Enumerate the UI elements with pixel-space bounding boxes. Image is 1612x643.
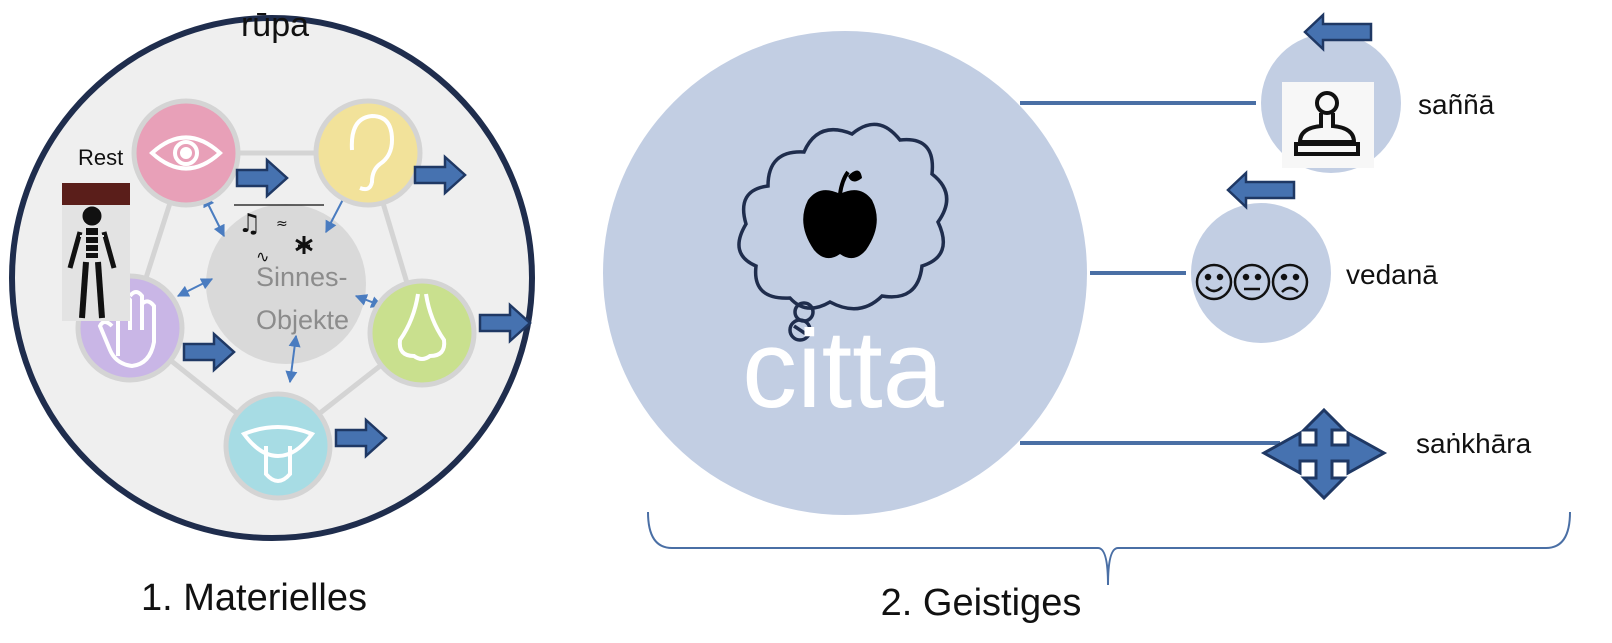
rupa-title: rūpa: [241, 6, 309, 44]
stamp-icon: [1294, 91, 1360, 156]
music-note-icon: ♫: [238, 209, 261, 239]
factor-sankhara: saṅkhāra: [1260, 407, 1532, 501]
skeleton-image: [62, 183, 130, 321]
factor-vedana: vedanā: [1191, 171, 1438, 343]
sense-objects-circle: [206, 204, 366, 364]
apple-icon: [803, 170, 877, 259]
nose-icon: [397, 293, 447, 361]
materielles-caption: 1. Materielles: [141, 577, 367, 619]
thought-cloud-icon: [737, 122, 949, 342]
sense-ear: [313, 98, 423, 208]
objects-label-line1: Sinnes-: [256, 262, 348, 292]
four-way-arrow-icon: [1260, 407, 1388, 501]
link-touch-objects: [176, 278, 214, 297]
insect-icon: [295, 236, 313, 254]
smell-waves-icon: ≈: [276, 216, 288, 232]
geistiges-caption: 2. Geistiges: [881, 582, 1082, 624]
skeleton-icon: [67, 206, 117, 319]
citta-circle: [603, 31, 1087, 515]
factor-sanna: saññā: [1261, 13, 1495, 173]
link-tongue-objects: [285, 334, 301, 384]
citta-label: citta: [742, 308, 945, 431]
pulse-icon: ∿: [256, 247, 269, 266]
rest-label: Rest: [78, 145, 123, 170]
rupa-group: rūpa ♫ ≈ ∿ Sinnes- Objekte: [9, 6, 535, 619]
eye-icon: [149, 135, 223, 171]
sense-nose: [367, 278, 477, 388]
arrow-vedana-in: [1226, 171, 1296, 209]
sense-tongue: [223, 391, 333, 501]
vedana-label: vedanā: [1346, 259, 1438, 290]
faces-icon: [1195, 263, 1309, 301]
sanna-label: saññā: [1418, 89, 1495, 120]
ear-icon: [349, 113, 395, 192]
citta-group: citta saññā: [603, 13, 1571, 624]
geistiges-brace: [647, 511, 1571, 586]
tongue-icon: [240, 425, 316, 483]
objects-label-line2: Objekte: [256, 305, 349, 335]
sense-eye: [131, 98, 241, 208]
sankhara-label: saṅkhāra: [1416, 428, 1532, 459]
